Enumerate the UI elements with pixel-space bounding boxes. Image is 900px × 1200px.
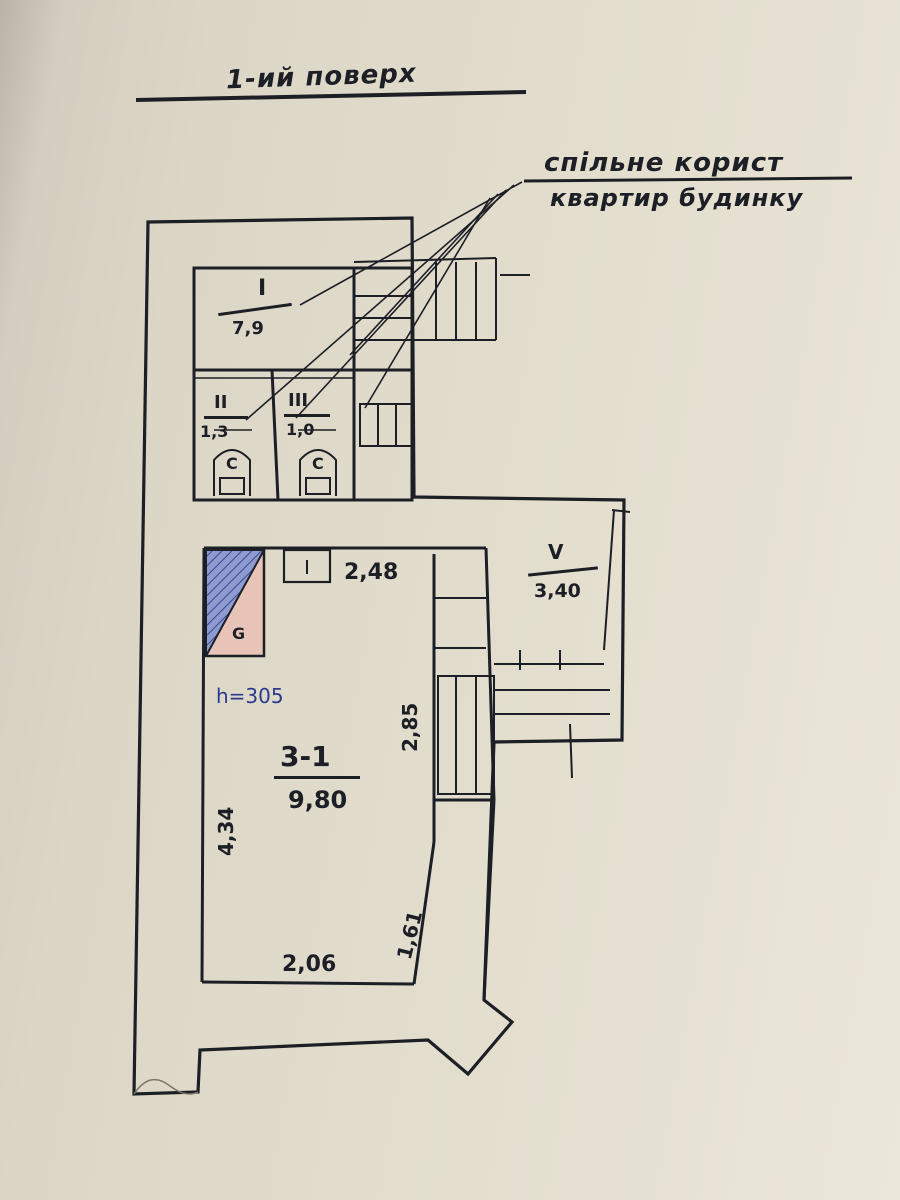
leader-lines: [245, 181, 523, 421]
torn-edge: [133, 1078, 199, 1095]
room-area-V: 3,40: [534, 580, 581, 602]
outer-wall: [132, 216, 626, 1096]
room-area-3-1: 9,80: [288, 786, 348, 814]
room-3-1-height: h=305: [216, 684, 284, 708]
toilet-mark-1: С: [226, 454, 238, 473]
room-label-3-1: 3-1: [280, 740, 331, 773]
dimension-bottom-width: 2,06: [282, 952, 337, 977]
room-area-I: 7,9: [232, 318, 264, 339]
common-use-note-line2: квартир будинку: [550, 184, 804, 212]
dimension-top-width: 2,48: [344, 560, 399, 585]
toilet-mark-2: С: [312, 454, 324, 473]
room-area-III: 1,0: [286, 420, 315, 439]
title-underline: [135, 90, 527, 102]
room-label-V: V: [548, 540, 564, 564]
room-label-II: II: [214, 392, 228, 413]
room-fraction-bar-II: [204, 416, 248, 419]
room-fraction-bar-3-1: [274, 776, 360, 779]
room-label-I: I: [258, 276, 267, 301]
dimension-right-side: 2,85: [398, 702, 422, 752]
toilet-fixtures: [213, 429, 337, 496]
common-use-note-line1: спільне корист: [544, 148, 784, 178]
dimension-left-side: 4,34: [214, 806, 238, 856]
common-rooms-block: [192, 266, 414, 502]
upper-stair: [353, 257, 530, 447]
kitchen-fixture: [204, 548, 332, 658]
room-label-III: III: [288, 390, 309, 411]
room-area-II: 1,3: [200, 422, 229, 441]
room-fraction-bar-III: [284, 414, 330, 417]
note-underline: [523, 176, 853, 183]
lower-stair: [434, 509, 631, 795]
room-3-1-walls: [200, 546, 496, 1001]
stove-mark: G: [232, 624, 246, 643]
